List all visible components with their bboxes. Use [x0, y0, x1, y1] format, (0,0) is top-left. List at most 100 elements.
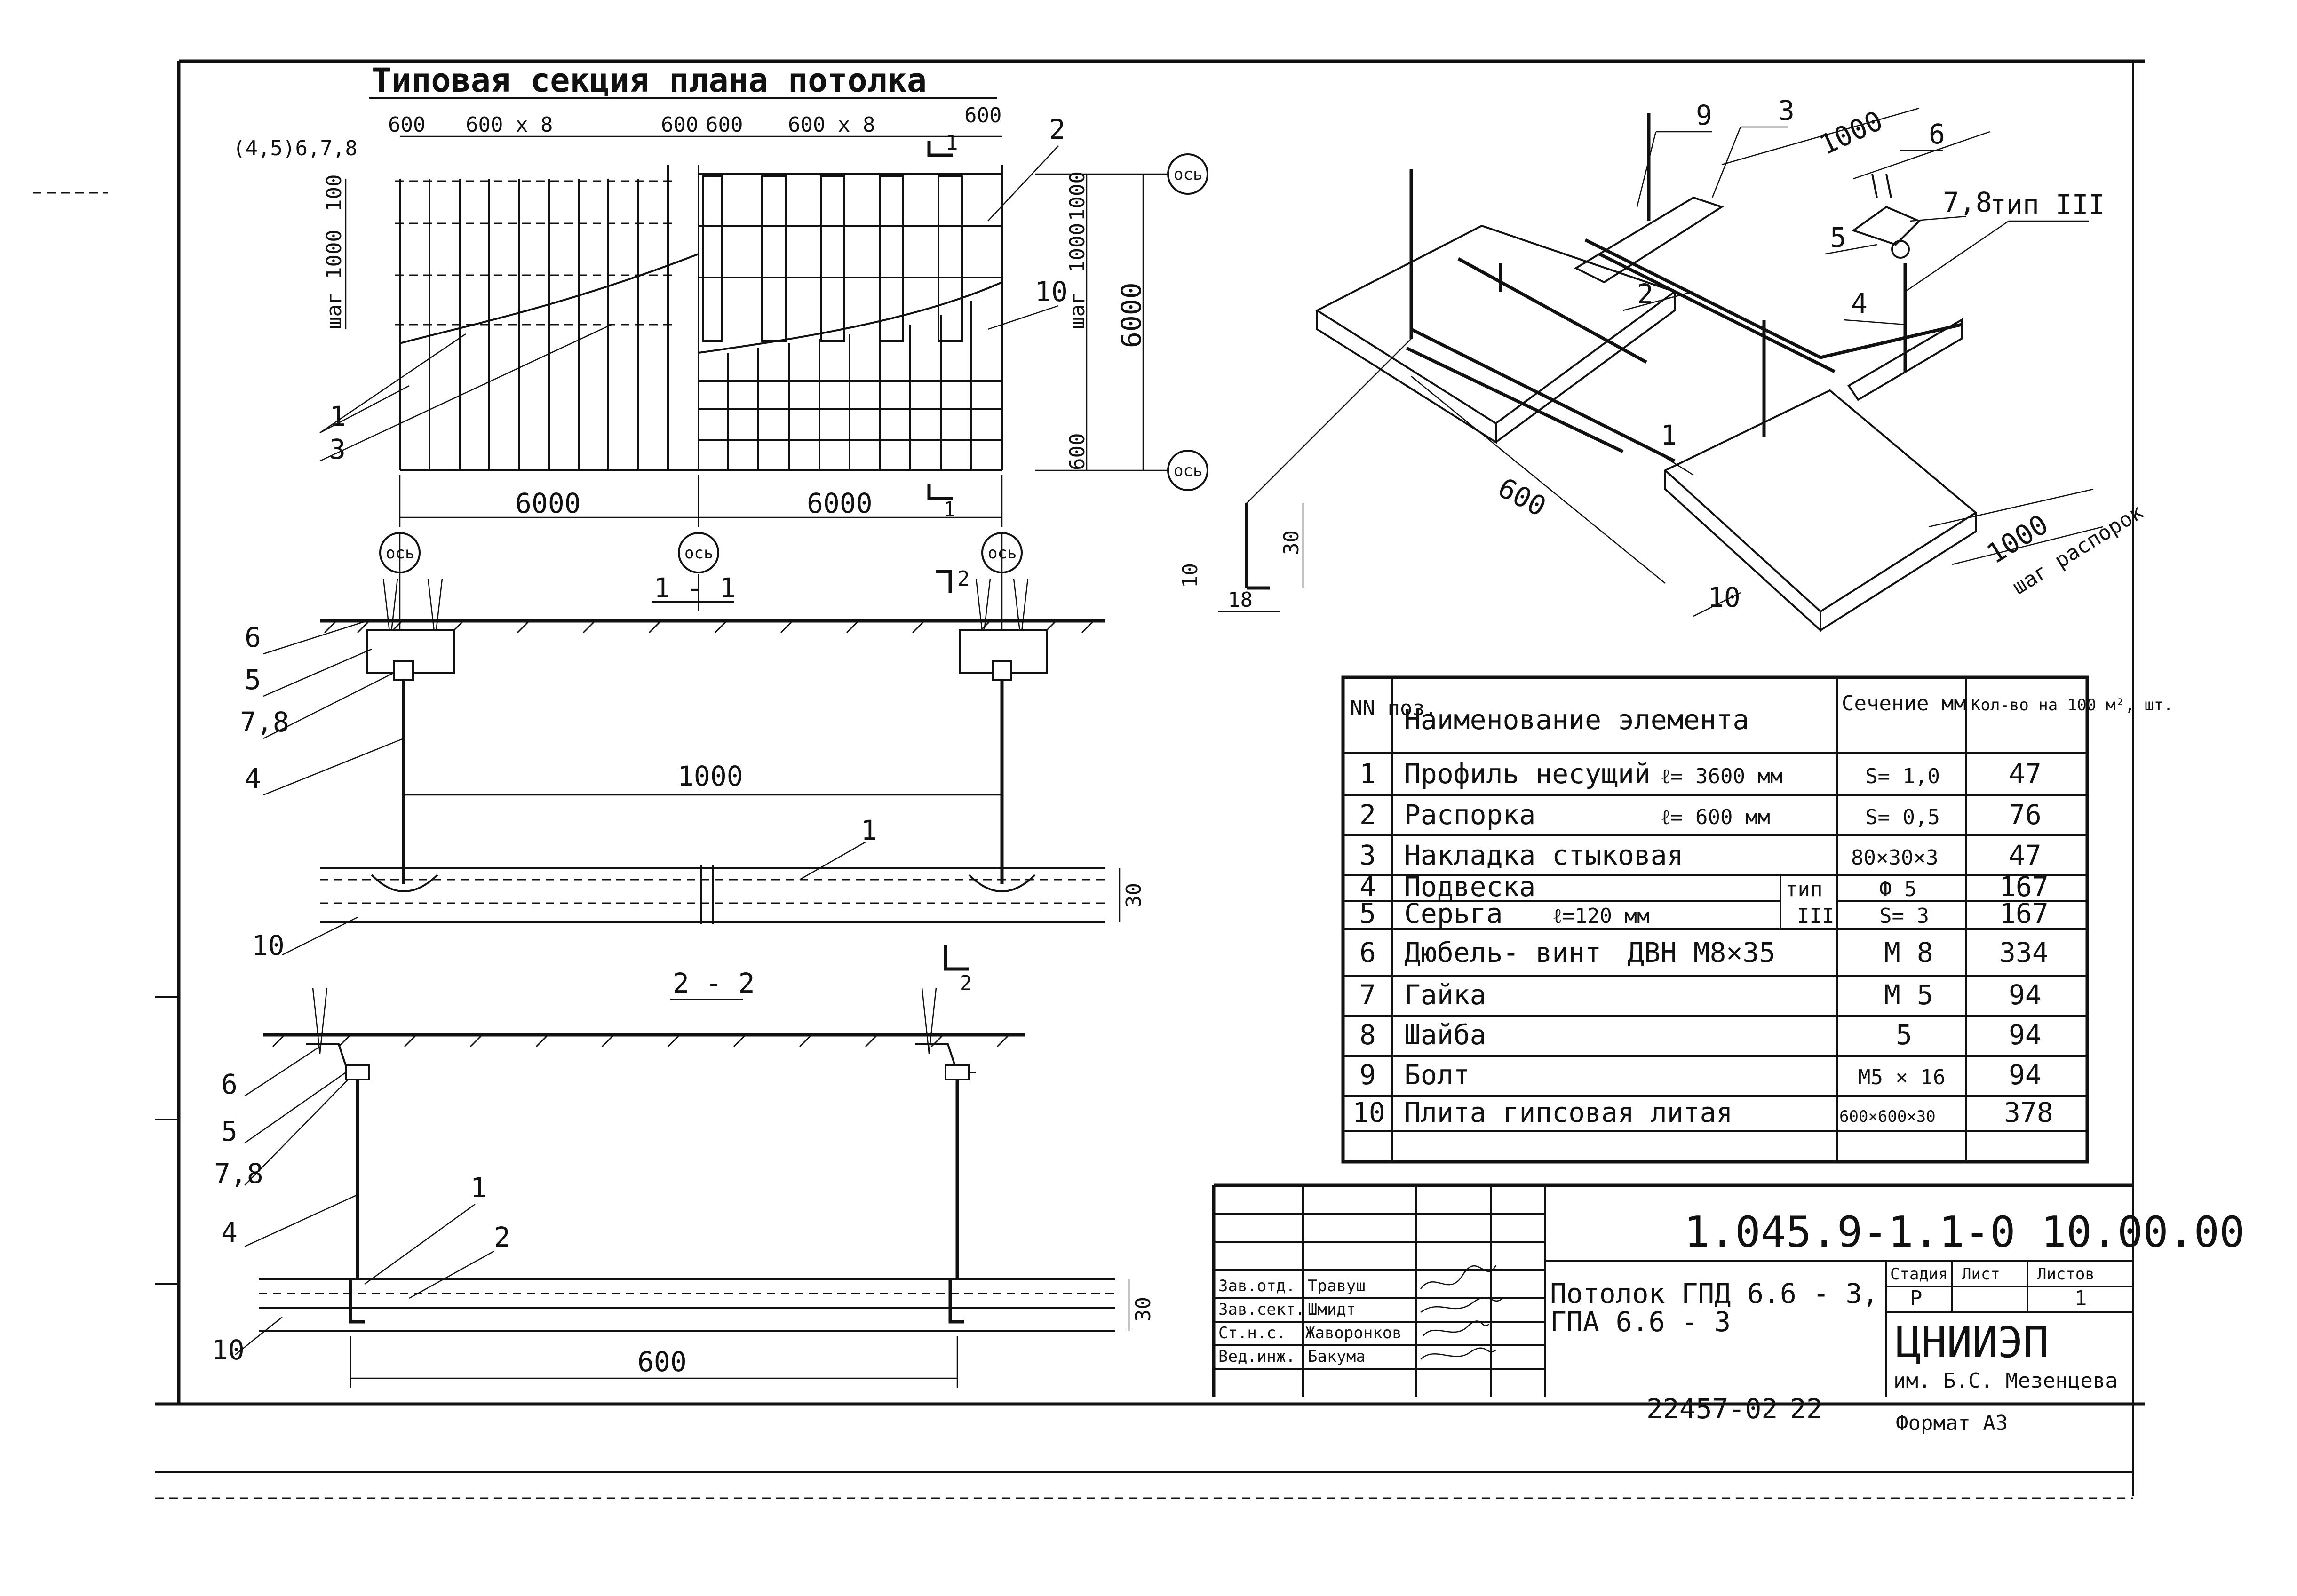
row-1-section: S= 1,0: [1865, 764, 1940, 788]
iso-callout-6: 6: [1929, 118, 1945, 150]
iso-callout-4: 4: [1851, 287, 1868, 319]
row-5-extra: ℓ=120 мм: [1552, 904, 1650, 928]
row-2-extra: ℓ= 600 мм: [1661, 805, 1770, 829]
cut-mark-2-bottom: 2: [960, 971, 972, 995]
stage-label: Стадия: [1890, 1265, 1948, 1284]
sheet-title-2: ГПА 6.6 - 3: [1550, 1306, 1731, 1338]
dim-left-100: 100: [322, 175, 346, 212]
table-row: 7 Гайка М 5 94: [1359, 979, 2042, 1011]
axis-label-s11-mid: ось: [684, 544, 713, 563]
ceiling-plan: Типовая секция плана потолка 600 600 x 8…: [233, 61, 1208, 527]
row-1-name: Профиль несущий: [1404, 758, 1651, 790]
org-sub: им. Б.С. Мезенцева: [1893, 1369, 2118, 1393]
row-3-qty: 47: [2009, 839, 2042, 871]
iso-callout-2: 2: [1637, 278, 1653, 310]
sheets-label: Листов: [2037, 1265, 2095, 1284]
profile-dim-30: 30: [1280, 530, 1303, 555]
table-row: 6 Дюбель- винт ДВН М8×35 М 8 334: [1359, 937, 2049, 969]
table-row: 8 Шайба 5 94: [1359, 1019, 2042, 1051]
table-row: 3 Накладка стыковая 80×30×3 47: [1359, 839, 2042, 871]
spec-header-name: Наименование элемента: [1404, 704, 1749, 736]
row-5-section: S= 3: [1879, 904, 1929, 928]
format-label: Формат А3: [1896, 1411, 2008, 1435]
plan-callout-2: 2: [1049, 113, 1065, 145]
s22-callout-6: 6: [221, 1068, 238, 1100]
row-6-name: Дюбель- винт: [1404, 937, 1601, 969]
row-1-n: 1: [1359, 758, 1376, 790]
s22-callout-1: 1: [470, 1172, 487, 1204]
row-2-section: S= 0,5: [1865, 805, 1940, 829]
s22-callout-4: 4: [221, 1216, 238, 1248]
row-10-name: Плита гипсовая литая: [1404, 1096, 1733, 1128]
role-4: Вед.инж.: [1218, 1347, 1296, 1366]
row-3-section: 80×30×3: [1851, 846, 1938, 870]
s22-callout-78: 7,8: [214, 1158, 263, 1190]
sheet-frame: [33, 59, 2145, 1499]
sheets-value: 1: [2074, 1286, 2087, 1310]
type-col-label: тип: [1785, 877, 1822, 901]
row-1-qty: 47: [2009, 758, 2042, 790]
plan-title: Типовая секция плана потолка: [372, 61, 927, 100]
archive-number: 22457-02: [1646, 1393, 1778, 1425]
s22-callout-10: 10: [212, 1334, 245, 1366]
iso-callout-5: 5: [1830, 222, 1846, 254]
s11-callout-10: 10: [252, 929, 285, 961]
s22-callout-5: 5: [221, 1115, 238, 1147]
table-row: 1 Профиль несущий ℓ= 3600 мм S= 1,0 47: [1359, 758, 2042, 790]
row-1-extra: ℓ= 3600 мм: [1661, 764, 1783, 788]
dim-right-1000-a: 1000: [1065, 171, 1089, 221]
row-2-n: 2: [1359, 799, 1376, 831]
plan-left-grid: [395, 165, 699, 471]
role-3: Ст.н.с.: [1218, 1324, 1286, 1342]
signatures: [1420, 1265, 1503, 1360]
plan-callout-10: 10: [1035, 276, 1068, 308]
plan-callout-1: 1: [329, 400, 346, 432]
row-8-n: 8: [1359, 1019, 1376, 1051]
section-2-2: 2 - 2 2 30: [212, 945, 1155, 1388]
dim-top-600-d: 600: [964, 103, 1001, 127]
dim-top-600-c: 600: [706, 113, 743, 137]
row-9-name: Болт: [1404, 1059, 1470, 1091]
dim-top-600-b: 600: [661, 113, 698, 137]
row-4-name: Подвеска: [1404, 871, 1535, 903]
row-5-name: Серьга: [1404, 897, 1503, 929]
row-7-section: М 5: [1884, 979, 1933, 1011]
row-2-qty: 76: [2009, 799, 2042, 831]
row-10-n: 10: [1352, 1096, 1385, 1128]
row-8-name: Шайба: [1404, 1019, 1486, 1051]
row-7-qty: 94: [2009, 979, 2042, 1011]
section-22-thickness: 30: [1131, 1297, 1155, 1322]
row-4-section: Ф 5: [1879, 877, 1916, 901]
role-2: Зав.сект.: [1218, 1300, 1305, 1319]
title-block: 1.045.9-1.1-0 10.00.00 Зав.отд. Зав.сект…: [1212, 1183, 2245, 1435]
org-name: ЦНИИЭП: [1896, 1318, 2049, 1367]
row-3-n: 3: [1359, 839, 1376, 871]
spec-header-section: Сечение мм: [1842, 691, 1966, 715]
iso-type-label: тип III: [1990, 189, 2105, 221]
iso-callout-3: 3: [1778, 95, 1795, 127]
dim-right-6000: 6000: [1115, 282, 1147, 348]
cut-mark-2-top: 2: [957, 567, 970, 591]
s11-callout-78: 7,8: [240, 706, 289, 738]
doc-code: 1.045.9-1.1-0 10.00.00: [1684, 1207, 2245, 1257]
axis-label-bottom: ось: [1174, 461, 1202, 480]
isometric-view: 1000 600 1000 шаг распорок 30 18 10 9 3 …: [1178, 95, 2147, 633]
section-11-thickness: 30: [1122, 883, 1146, 908]
spec-header-qty: Кол-во на 100 м², шт.: [1971, 696, 2173, 715]
dim-top-600x8-b: 600 x 8: [788, 113, 875, 137]
row-8-section: 5: [1896, 1019, 1912, 1051]
dim-right-step: шаг: [1065, 292, 1089, 329]
iso-dim-1000: 1000: [1814, 104, 1887, 161]
table-row: 5 Серьга ℓ=120 мм III S= 3 167: [1359, 897, 2049, 929]
s22-callout-2: 2: [494, 1221, 510, 1253]
s11-callout-1: 1: [861, 814, 877, 846]
row-7-n: 7: [1359, 979, 1376, 1011]
cut-mark-top: 1: [946, 131, 958, 155]
page-number: 22: [1790, 1393, 1823, 1425]
row-9-section: М5 × 16: [1858, 1065, 1945, 1089]
dim-top-600x8-a: 600 x 8: [466, 113, 553, 137]
row-5-n: 5: [1359, 897, 1376, 929]
row-9-qty: 94: [2009, 1059, 2042, 1091]
iso-callout-10: 10: [1708, 581, 1741, 613]
